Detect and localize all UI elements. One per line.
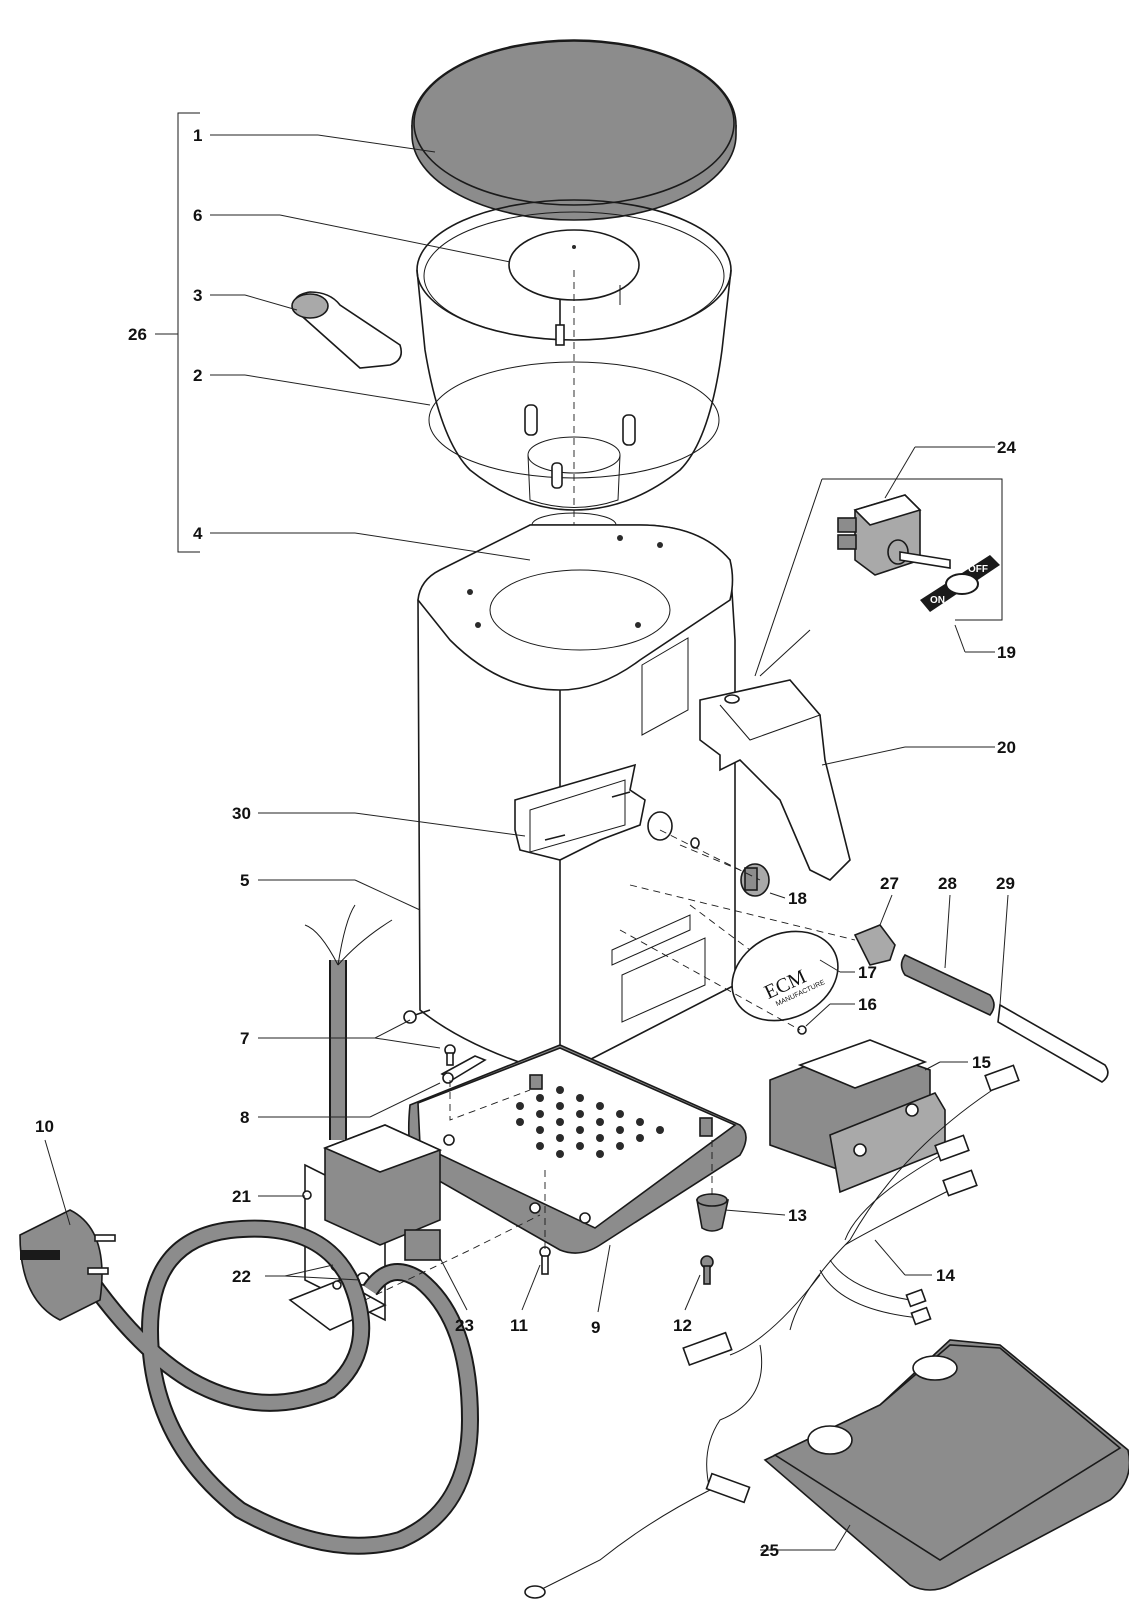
leader-lines: [44, 134, 1009, 1551]
callout-6: 6: [193, 206, 202, 225]
vent-holes: [516, 1086, 664, 1158]
drip-tray: [763, 1339, 1129, 1591]
push-button: [647, 811, 770, 897]
on-off-plate: ON OFF: [920, 555, 1000, 612]
callout-labels: 1 2 3 4 5 6 7 8 9 10 11 12 13 14 15 16 1…: [35, 126, 1016, 1560]
wiring-harness: [524, 1064, 1020, 1599]
callout-23: 23: [455, 1316, 474, 1335]
switch-on-text: ON: [930, 595, 945, 606]
callout-26: 26: [128, 325, 147, 344]
callout-7: 7: [240, 1029, 249, 1048]
callout-11: 11: [510, 1316, 528, 1335]
callout-5: 5: [240, 871, 249, 890]
assembly-26-bracket: [155, 112, 200, 553]
capacitor-23: [322, 1124, 443, 1261]
callout-18: 18: [788, 889, 807, 908]
toggle-switch: [837, 494, 951, 576]
callout-16: 16: [858, 995, 877, 1014]
power-cord: [82, 904, 480, 1555]
rubber-foot: [696, 1193, 729, 1232]
callout-4: 4: [193, 524, 203, 543]
callout-12: 12: [673, 1316, 692, 1335]
hopper-clip: [291, 291, 403, 369]
callout-19: 19: [997, 643, 1016, 662]
callout-2: 2: [193, 366, 202, 385]
ecm-badge: ECM MANUFACTURE: [731, 930, 839, 1022]
callout-10: 10: [35, 1117, 54, 1136]
callout-25: 25: [760, 1541, 779, 1560]
callout-21: 21: [232, 1187, 251, 1206]
small-screw: [797, 1025, 807, 1035]
callout-1: 1: [193, 126, 202, 145]
screw-7: [403, 1009, 456, 1066]
callout-13: 13: [788, 1206, 807, 1225]
switch-off-text: OFF: [968, 564, 988, 575]
callout-17: 17: [858, 963, 877, 982]
hopper-lid: [411, 39, 737, 221]
callout-9: 9: [591, 1318, 600, 1337]
callout-30: 30: [232, 804, 251, 823]
display-module: [769, 1039, 946, 1194]
callout-15: 15: [972, 1053, 991, 1072]
callout-28: 28: [938, 874, 957, 893]
switch-cover: [699, 679, 851, 881]
lever-parts: [853, 924, 1109, 1083]
callout-22: 22: [232, 1267, 251, 1286]
screw-11: [539, 1246, 551, 1275]
callout-3: 3: [193, 286, 202, 305]
callout-24: 24: [997, 438, 1016, 457]
callout-20: 20: [997, 738, 1016, 757]
bracket-8: [440, 1055, 487, 1084]
callout-8: 8: [240, 1108, 249, 1127]
screw-12: [700, 1255, 714, 1285]
assembly-dashed-lines: [364, 829, 856, 1301]
base-plate: [407, 1044, 747, 1254]
hopper-disc: [508, 229, 640, 346]
plug: [19, 1209, 116, 1321]
callout-27: 27: [880, 874, 899, 893]
internal-bracket-studs: [514, 763, 646, 861]
switch-inset: ON OFF: [754, 478, 1003, 677]
callout-14: 14: [936, 1266, 955, 1285]
callout-29: 29: [996, 874, 1015, 893]
